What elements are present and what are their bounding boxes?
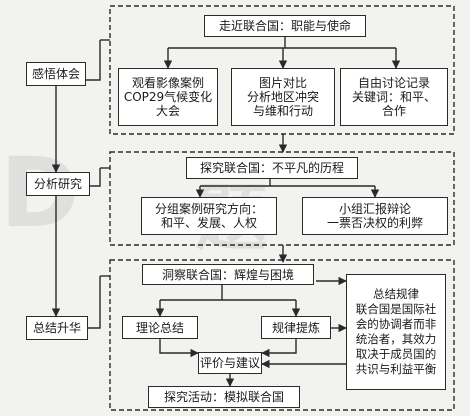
- section2-item-debate: 小组汇报辩论 一票否决权的利弊: [302, 197, 448, 235]
- bracket-2: [90, 168, 101, 187]
- s3-pattern-to-eval: [261, 339, 297, 358]
- section1-item-video: 观看影像案例 COP29气候变化 大会: [118, 68, 218, 126]
- bracket-1: [86, 40, 101, 81]
- section2-item-groups: 分组案例研究方向： 和平、发展、人权: [141, 197, 277, 235]
- section1-frame: [109, 5, 455, 135]
- section3-evaluate: 评价与建议: [198, 352, 262, 374]
- section3-pattern: 规律提炼: [261, 316, 331, 339]
- section3-activity: 探究活动：模拟联合国: [148, 386, 300, 408]
- step-perceive: 感悟体会: [26, 62, 86, 86]
- step-summarize: 总结升华: [26, 316, 88, 340]
- section2-title: 探究联合国：不平凡的历程: [186, 157, 358, 179]
- step-analyze: 分析研究: [26, 172, 90, 196]
- section3-theory: 理论总结: [122, 316, 198, 339]
- section3-conclusion: 总结规律 联合国是国际社 会的协调者而非 统治者，其效力 取决于成员国的 共识与…: [346, 274, 446, 390]
- bracket-3: [88, 276, 101, 329]
- s3-theory-to-eval: [159, 339, 199, 358]
- section1-title: 走近联合国：职能与使命: [204, 15, 366, 37]
- section1-item-discussion: 自由讨论记录 关键词：和平、 合作: [340, 68, 448, 126]
- section1-item-images: 图片对比 分析地区冲突 与维和行动: [231, 68, 335, 126]
- section3-title: 洞察联合国：辉煌与困境: [142, 264, 314, 285]
